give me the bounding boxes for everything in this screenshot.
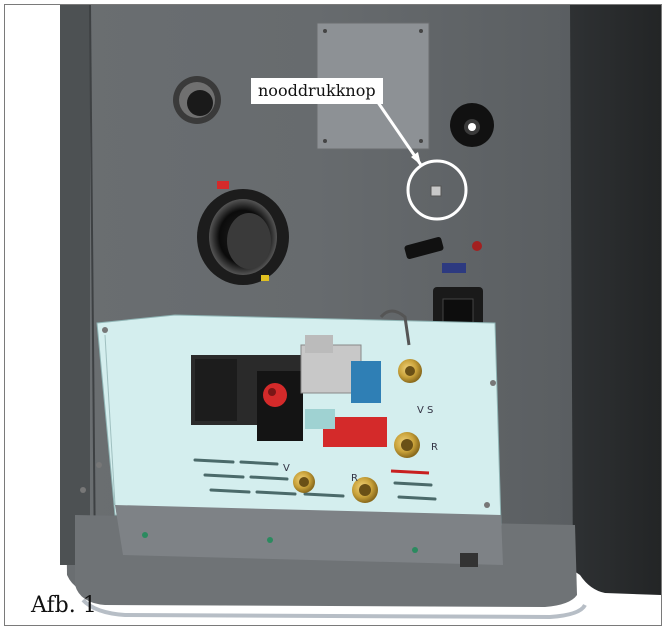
bottom-plate bbox=[115, 505, 503, 565]
emergency-button-highlight bbox=[406, 159, 468, 221]
figure-caption: Afb. 1 bbox=[31, 593, 97, 618]
callout-label: nooddrukknop bbox=[251, 78, 383, 104]
svg-text:R: R bbox=[351, 473, 358, 484]
svg-text:V: V bbox=[283, 463, 290, 474]
svg-text:V S: V S bbox=[417, 405, 433, 416]
emergency-button bbox=[430, 185, 442, 197]
fuse-holder bbox=[404, 236, 444, 260]
port-markings: V S R V R bbox=[283, 405, 438, 484]
ventilation-slots bbox=[193, 458, 437, 501]
figure-frame: V S R V R nooddrukknop Afb. 1 bbox=[4, 4, 662, 626]
indicator-lamp bbox=[472, 241, 482, 251]
cabinet-left-edge bbox=[60, 5, 90, 565]
svg-text:R: R bbox=[431, 442, 438, 453]
boiler-rear-illustration: V S R V R bbox=[60, 5, 661, 620]
cabinet-side bbox=[565, 5, 661, 595]
callout-leader-line bbox=[375, 100, 423, 166]
data-connector bbox=[442, 263, 466, 273]
circulation-pump bbox=[191, 335, 387, 447]
